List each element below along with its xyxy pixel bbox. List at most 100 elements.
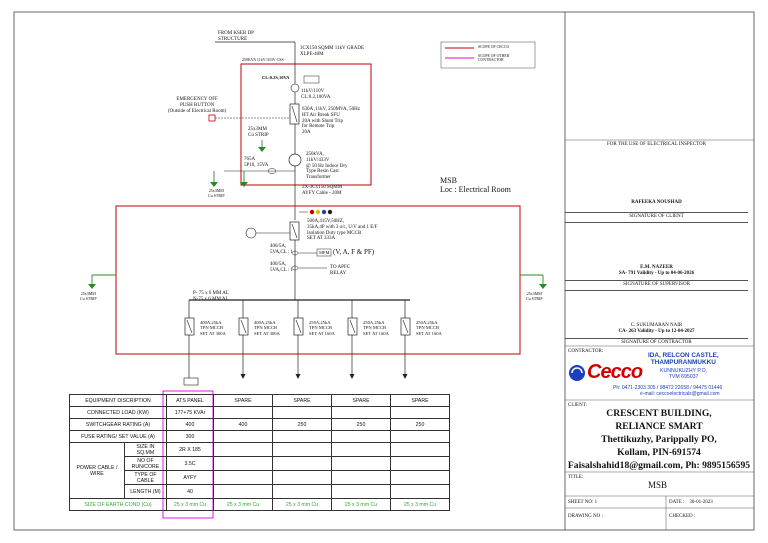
table-row: LENGTH (M)40 [70,484,450,499]
sheet-number: SHEET NO: 1 [568,500,598,505]
divider [565,280,748,281]
feeder-label: 250A,25kA TPN MCCB SET AT 160A [309,320,335,336]
supervisor-validity: SA- 791 Validity - Up to 04-06-2026 [618,271,695,276]
table-cell: 40 [166,484,214,499]
table-cell: 250 [331,418,391,431]
busbar-label: P- 75 x 6 MM AL N-75 x 6 MM AL [193,291,229,302]
earth-right-label: 25x3MM Cu STRIP [526,291,543,301]
table-cell: 25 x 3 mm Cu [166,498,214,511]
row-label: SIZE OF EARTH COND (Cu) [69,498,167,511]
feeder-label: 400A,25kA TPN MCCB SET AT 300A [254,320,280,336]
emergency-button-symbol [208,114,216,122]
meter-ct-label: 400/5A, 5VA,CL : 1 [270,244,293,255]
lt-cable-label: 2X-3Cx150 SQMM AYFY Cable - 20M [302,185,343,196]
contractor-signature-label: SIGNATURE OF CONTRACTOR [621,340,692,345]
feeder-arrow [349,374,355,379]
inspector-label: FOR THE USE OF ELECTRICAL INSPECTOR [607,142,706,147]
contractor-caption: CONTRACTOR: [568,349,604,354]
table-cell: 2R X 185 [166,442,214,457]
ht-earth-label: 25x3MM Cu STRIP [248,127,269,138]
table-cell: AYFY [166,470,214,485]
feeder-arrow [295,374,301,379]
msb-panel-box [115,205,521,355]
table-row: CONNECTED LOAD (KW)177+75 KVAr [69,406,450,419]
table-cell [213,430,273,443]
meter-label: MFM [319,250,330,255]
ht-ct-label: 11kV/110V CL:0.2,100VA [301,89,331,100]
divider [565,290,748,291]
ht-panel-box [240,63,372,186]
divider [565,338,748,339]
table-cell: 25 x 3 mm Cu [331,498,391,511]
table-cell [390,456,450,471]
row-sublabel: SIZE IN SQ.MM [123,442,168,457]
feeder-arrow [402,374,408,379]
table-cell: 250 [390,418,450,431]
drawing-date: DATE : 30-01-2023 [669,500,713,505]
table-cell [390,430,450,443]
client-address-block: CRESCENT BUILDING, RELIANCE SMART Thetti… [567,408,751,471]
row-sublabel: NO OF RUN/CORE [123,456,168,471]
supervisor-signature-label: SIGNATURE OF SUPERVISOR [623,282,690,287]
table-cell [331,406,391,419]
company-address: KUNNUKUZHY P.O, TVM 695037 [660,368,708,380]
incomer-label: 500A,415V,50HZ, 35kA,4P with 3 o/c, U/V … [307,219,378,242]
table-cell [213,406,273,419]
feeder-label: 400A,25kA TPN MCCB SET AT 300A [200,320,226,336]
table-header-cell: SPARE [390,394,450,407]
table-header-cell: ATS PANEL [166,394,214,407]
msb-title: MSB [440,176,457,185]
table-cell [272,484,332,499]
table-cell: 400 [213,418,273,431]
apfc-label: TO APFC RELAY [330,265,351,276]
transformer-symbol [288,153,302,167]
divider [565,212,748,213]
table-cell [390,470,450,485]
cl-label: CL:0.2S,10VA [262,75,290,80]
company-name: IDA, RELCON CASTLE, THAMPURANMUKKU [648,352,719,367]
apfc-ct-label: 400/5A, 5VA,CL : 1 [270,262,293,273]
table-row: FUSE RATING/ SET VALUE (A)300 [69,430,450,443]
feeder-label: 250A,25kA TPN MCCB SET AT 160A [416,320,442,336]
title-caption: TITLE: [568,475,584,480]
checked-by: CHECKED : [669,514,696,519]
feeder-arrow [240,374,246,379]
table-cell [272,430,332,443]
table-cell [272,470,332,485]
table-cell: 25 x 3 mm Cu [272,498,332,511]
kva-note: 250KVA 11kV/433V CSS [242,57,284,62]
table-header-cell: SPARE [213,394,273,407]
row-group-label: POWER CABLE / WIRE [69,442,125,499]
logo-wordmark: Cecco [587,361,643,383]
row-sublabel: LENGTH (M) [123,484,168,499]
company-logo: Cecco [567,360,647,386]
table-cell: 250 [272,418,332,431]
table-cell: 3.5C [166,456,214,471]
table-header-cell: SPARE [272,394,332,407]
neutral-ct-label: 765A 5P10, 15VA [244,157,269,168]
legend-other-label: SCOPE OF OTHER CONTRACTOR [478,54,510,63]
table-header-cell: EQUIPMENT DISCRIPTION [69,394,167,407]
drawing-title: MSB [648,480,668,490]
earth-left-label: 25x3MM Cu STRIP [80,291,97,301]
table-cell: 25 x 3 mm Cu [213,498,273,511]
company-email: e-mail: ceccoelectricals@gmail.com [640,391,720,397]
drawing-number: DRAWING NO : [568,514,603,519]
contractor-validity: CA- 263 Validity - Up to 12-04-2027 [618,329,695,334]
ht-breaker-label: 630A ,11kV, 250MVA, 50Hz HT Air Break SF… [302,107,360,135]
table-header-cell: SPARE [331,394,391,407]
row-sublabel: TYPE OF CABLE [123,470,168,485]
table-cell [331,430,391,443]
table-cell [213,442,273,457]
meter-text: (V, A, F & PF) [333,248,375,256]
table-cell [390,442,450,457]
legend-cecco-label: SCOPE OF CECCO [478,45,510,49]
emergency-label: EMERGENCY OFF PUSH BUTTON (Outside of El… [168,97,227,114]
